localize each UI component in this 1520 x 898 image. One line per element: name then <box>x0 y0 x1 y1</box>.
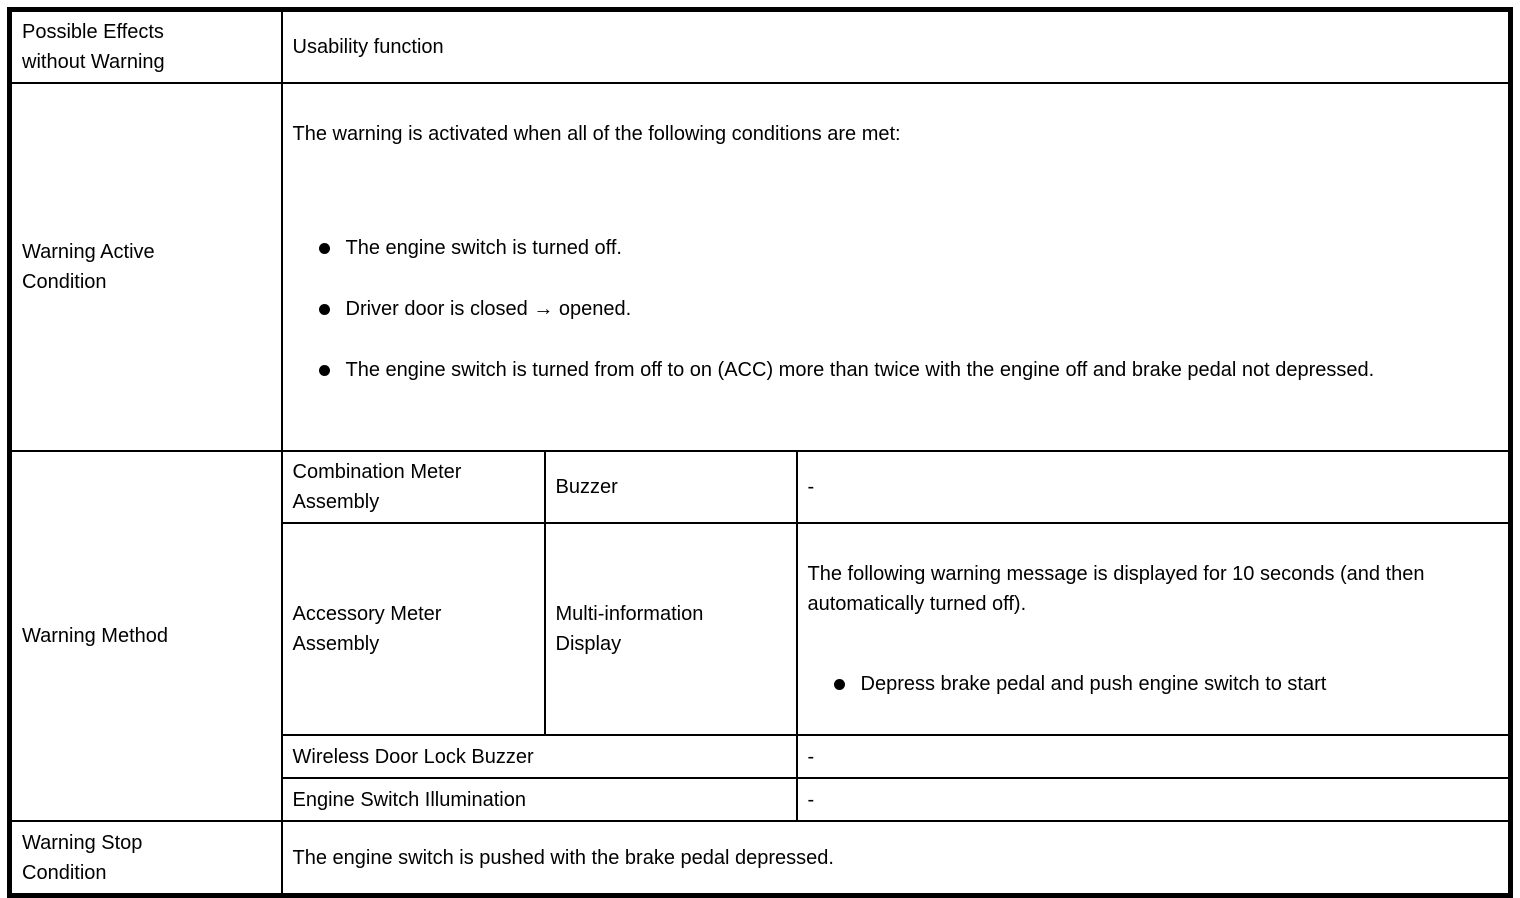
cell-description-buzzer: - <box>795 450 1512 524</box>
list-item: Depress brake pedal and push engine swit… <box>833 669 1499 699</box>
row-header-possible-effects: Possible Effects without Warning <box>8 8 283 84</box>
warning-active-intro: The warning is activated when all of the… <box>292 123 901 145</box>
bullet-text: The engine switch is turned off. <box>345 237 622 259</box>
warning-message-intro: The following warning message is display… <box>807 563 1425 615</box>
table-row: Warning Stop Condition The engine switch… <box>8 820 1512 897</box>
row-header-warning-method: Warning Method <box>8 450 283 822</box>
manual-page: Possible Effects without Warning Usabili… <box>7 7 1513 898</box>
table-row: Warning Active Condition The warning is … <box>8 82 1512 452</box>
cell-warning-stop-condition: The engine switch is pushed with the bra… <box>280 820 1512 897</box>
cell-device-combination-meter: Combination Meter Assembly <box>280 450 546 524</box>
cell-warning-active-condition: The warning is activated when all of the… <box>280 82 1512 452</box>
row-header-warning-active-condition: Warning Active Condition <box>8 82 283 452</box>
list-item: Driver door is closed → opened. <box>318 294 1499 324</box>
cell-description-engine-switch-illumination: - <box>795 777 1512 822</box>
bullet-text: The engine switch is turned from off to … <box>345 359 1375 381</box>
row-header-warning-stop-condition: Warning Stop Condition <box>8 820 283 897</box>
cell-device-wireless-door-lock-buzzer: Wireless Door Lock Buzzer <box>280 734 798 779</box>
warning-spec-table: Possible Effects without Warning Usabili… <box>7 7 1513 898</box>
bullet-icon <box>318 243 330 254</box>
table-row: Warning Method Combination Meter Assembl… <box>8 450 1512 822</box>
table-row: Possible Effects without Warning Usabili… <box>8 8 1512 84</box>
cell-description-multi-information-display: The following warning message is display… <box>795 522 1512 736</box>
bullet-text: Depress brake pedal and push engine swit… <box>860 673 1327 695</box>
bullet-icon <box>833 679 845 690</box>
bullet-text: Driver door is closed → opened. <box>345 298 632 320</box>
cell-description-wireless-door-lock-buzzer: - <box>795 734 1512 779</box>
cell-device-accessory-meter: Accessory Meter Assembly <box>280 522 546 736</box>
cell-usability-function: Usability function <box>280 8 1512 84</box>
warning-active-bullet-list: The engine switch is turned off. Driver … <box>293 203 1499 415</box>
cell-device-engine-switch-illumination: Engine Switch Illumination <box>280 777 798 822</box>
cell-component-buzzer: Buzzer <box>543 450 798 524</box>
cell-component-multi-information-display: Multi-information Display <box>543 522 798 736</box>
bullet-icon <box>318 365 330 376</box>
list-item: The engine switch is turned off. <box>318 233 1499 263</box>
list-item: The engine switch is turned from off to … <box>318 355 1499 385</box>
bullet-icon <box>318 304 330 315</box>
